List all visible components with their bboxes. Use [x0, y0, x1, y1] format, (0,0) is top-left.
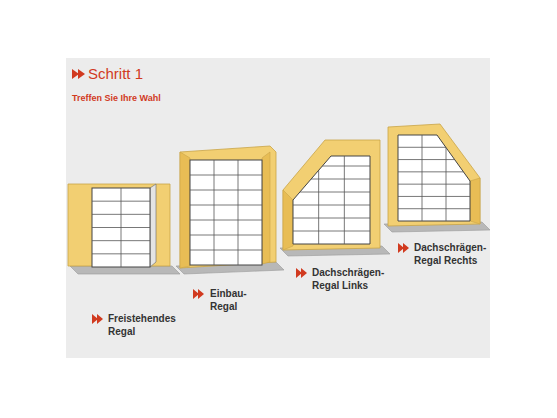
option-label: Freistehendes Regal — [108, 312, 176, 338]
shelf-board — [293, 192, 370, 193]
sloped-shelf-right — [384, 124, 490, 232]
shelf-board — [92, 227, 150, 228]
shelf-board — [398, 196, 470, 197]
built-in-shelf — [176, 146, 284, 274]
shelf-board — [293, 205, 370, 206]
subtitle: Treffen Sie Ihre Wahl — [72, 93, 161, 104]
shelf-board — [293, 218, 370, 219]
shelf-board — [190, 175, 262, 176]
shelf-board — [293, 166, 370, 167]
panel-ground — [66, 58, 490, 358]
shelf-board — [92, 201, 150, 202]
shelf-board — [293, 231, 370, 232]
shelf-divider — [214, 160, 215, 265]
shelf-board — [398, 159, 470, 160]
shelf-divider — [422, 135, 423, 221]
title-arrow-icon — [72, 69, 85, 79]
shelf-board — [293, 153, 370, 154]
shelf-board — [190, 250, 262, 251]
shelf-board — [92, 214, 150, 215]
shelf-board — [190, 190, 262, 191]
shelf-board — [190, 205, 262, 206]
shelf-board — [190, 220, 262, 221]
shelf-board — [190, 235, 262, 236]
shelf-board — [398, 208, 470, 209]
option-label: Dachschrägen- Regal Links — [312, 266, 384, 292]
shelf-divider — [446, 135, 447, 221]
freestanding-shelf — [68, 184, 180, 274]
shelf-board — [92, 253, 150, 254]
option-label: Dachschrägen- Regal Rechts — [414, 241, 486, 267]
shelf-board — [92, 240, 150, 241]
shelf-board — [293, 179, 370, 180]
shelf-divider — [238, 160, 239, 265]
sloped-shelf-left — [280, 140, 390, 256]
step-title: Schritt 1 — [88, 65, 143, 83]
shelf-board — [398, 147, 470, 148]
shelf-board — [398, 171, 470, 172]
shelf-board — [398, 184, 470, 185]
option-label: Einbau- Regal — [210, 287, 247, 313]
